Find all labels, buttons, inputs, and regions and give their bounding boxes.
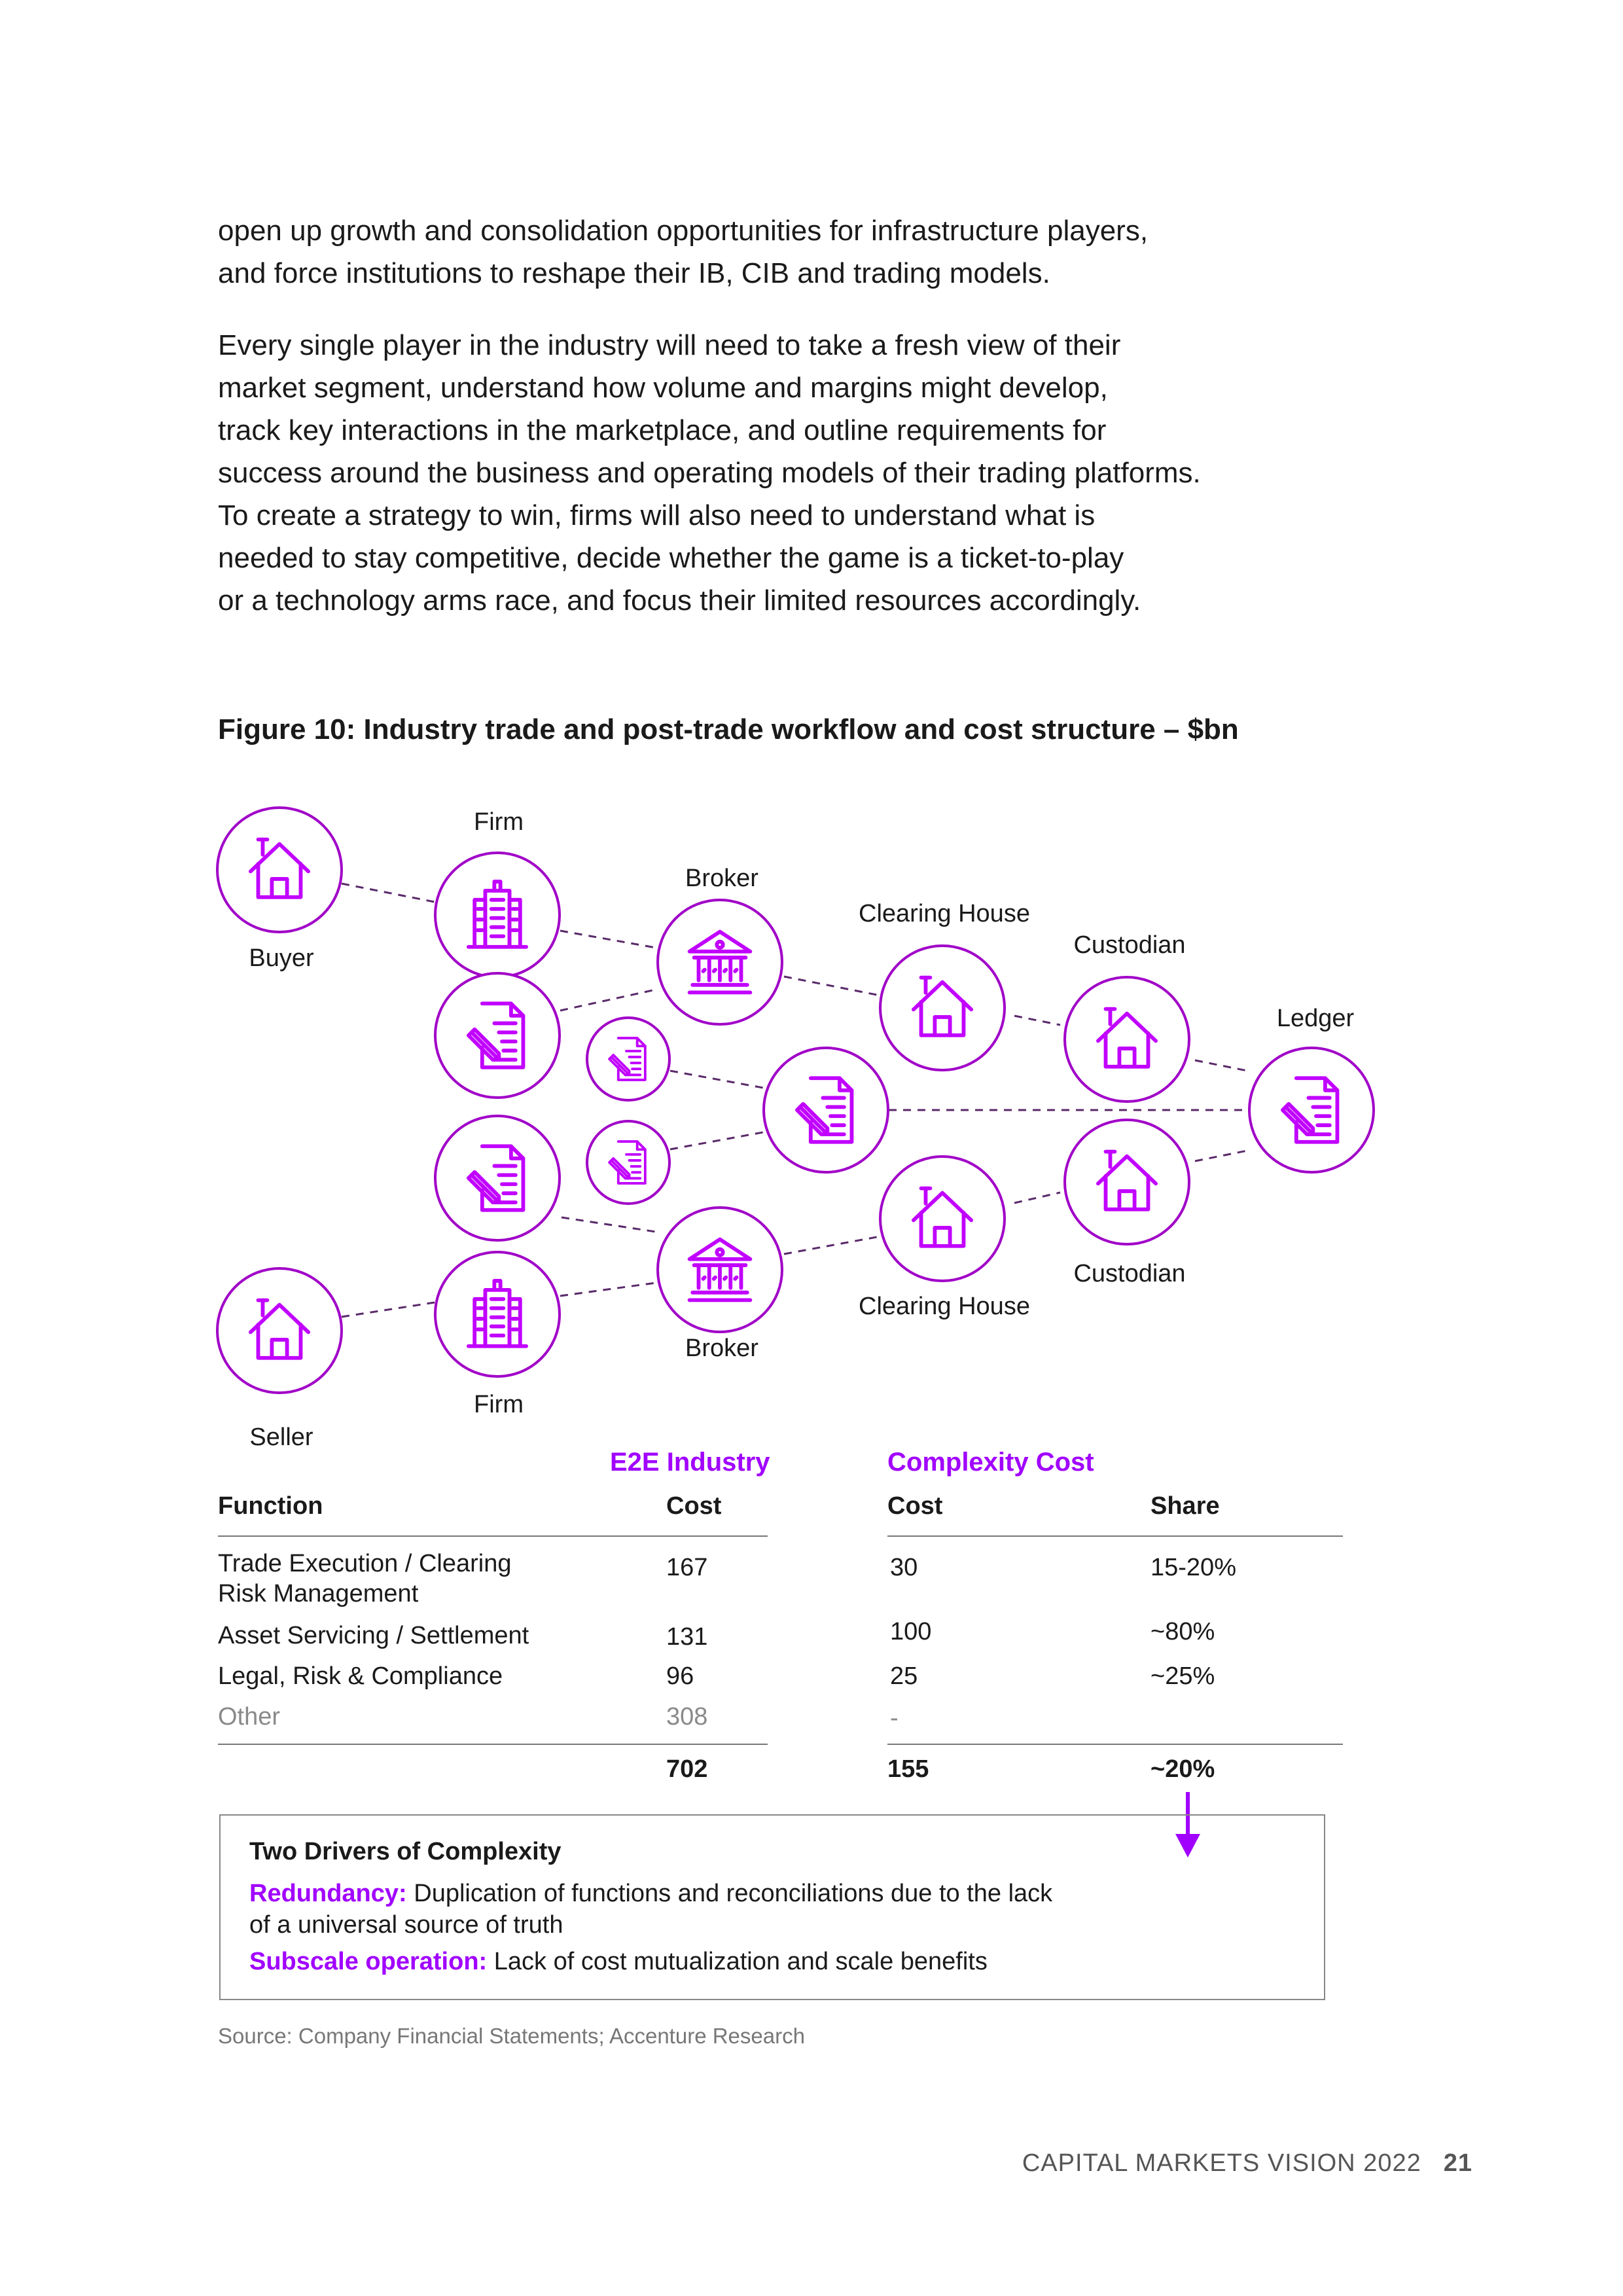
page-number: 21 [1443,2149,1472,2177]
custodian-top-node [1063,976,1190,1103]
share-header: Share [1150,1492,1220,1520]
broker-bottom-label: Broker [685,1335,758,1362]
redundancy-text-continued: of a universal source of truth [249,1911,563,1939]
firm-bottom-node [434,1251,561,1378]
complexity-cost-cell: 30 [890,1554,918,1581]
total-divider [218,1744,768,1745]
workflow-diagram: Buyer Seller Firm Firm Broker Broker Cle… [216,806,1375,1451]
e2e-industry-heading: E2E Industry [610,1448,770,1477]
total-share: ~20% [1150,1755,1215,1783]
custodian-top-label: Custodian [1073,931,1185,959]
page-footer: CAPITAL MARKETS VISION 2022 21 [1022,2149,1472,2178]
redundancy-label: Redundancy: [249,1880,407,1907]
strategy-paragraph: Every single player in the industry will… [218,324,1330,622]
text-line: To create a strategy to win, firms will … [218,499,1096,531]
function-cell: Risk Management [218,1580,419,1607]
clearing-house-bottom-node [879,1155,1006,1282]
complexity-cost-cell: 100 [890,1618,932,1645]
clearing-house-top-node [879,944,1006,1071]
seller-label: Seller [249,1424,313,1451]
buyer-node [216,806,343,933]
share-cell: ~80% [1150,1618,1215,1645]
drivers-box-title: Two Drivers of Complexity [249,1838,562,1865]
cost-cell: 131 [666,1623,708,1651]
intro-paragraph: open up growth and consolidation opportu… [218,209,1330,295]
function-header: Function [218,1492,323,1520]
custodian-bottom-label: Custodian [1073,1260,1185,1287]
total-complexity-cost: 155 [887,1755,929,1783]
text-line: track key interactions in the marketplac… [218,414,1107,446]
subscale-label: Subscale operation: [249,1948,488,1975]
complexity-cost-cell: 25 [890,1662,918,1690]
down-arrow-icon [1175,1792,1200,1857]
text-line: Every single player in the industry will… [218,329,1121,361]
seller-node [216,1267,343,1394]
cost-cell: 167 [666,1554,708,1581]
firm-bottom-label: Firm [474,1391,524,1418]
complexity-cost-cell: - [890,1704,899,1732]
firm-doc-top-node [434,972,561,1099]
total-divider [887,1744,1343,1745]
function-cell: Asset Servicing / Settlement [218,1622,529,1649]
broker-bottom-node [656,1206,783,1333]
ledger-node [1248,1047,1375,1174]
ledger-label: Ledger [1277,1005,1355,1032]
small-doc-bottom-node [586,1120,671,1205]
text-line: needed to stay competitive, decide wheth… [218,542,1124,574]
share-cell: 15-20% [1150,1554,1236,1581]
buyer-label: Buyer [249,944,314,972]
subscale-description: Lack of cost mutualization and scale ben… [493,1948,988,1975]
complexity-cost-heading: Complexity Cost [887,1448,1094,1477]
redundancy-text: Redundancy: Duplication of functions and… [249,1878,1166,1909]
custodian-bottom-node [1063,1119,1190,1246]
total-cost: 702 [666,1755,708,1783]
redundancy-description: Duplication of functions and reconciliat… [414,1880,1053,1907]
share-cell: ~25% [1150,1662,1215,1690]
figure-title: Figure 10: Industry trade and post-trade… [218,713,1239,745]
drivers-box: Two Drivers of Complexity Redundancy: Du… [219,1814,1325,2000]
text-line: or a technology arms race, and focus the… [218,584,1141,617]
central-doc-node [762,1047,889,1174]
text-line: success around the business and operatin… [218,457,1201,489]
complexity-cost-header: Cost [887,1492,943,1520]
source-note: Source: Company Financial Statements; Ac… [218,2024,805,2048]
cost-cell: 96 [666,1662,694,1690]
firm-doc-bottom-node [434,1115,561,1242]
header-divider [218,1535,768,1537]
clearing-house-top-label: Clearing House [859,900,1030,927]
cost-header: Cost [666,1492,722,1520]
function-cell: Legal, Risk & Compliance [218,1662,503,1690]
subscale-text: Subscale operation: Lack of cost mutuali… [249,1946,1166,1977]
text-line: market segment, understand how volume an… [218,372,1108,404]
text-line: open up growth and consolidation opportu… [218,215,1149,247]
function-cell: Other [218,1703,281,1731]
cost-cell: 308 [666,1703,708,1731]
broker-top-node [656,899,783,1026]
function-cell: Trade Execution / Clearing [218,1550,512,1577]
broker-top-label: Broker [685,865,758,892]
header-divider [887,1535,1343,1537]
firm-top-label: Firm [474,808,524,836]
publication-title: CAPITAL MARKETS VISION 2022 [1022,2149,1421,2177]
connection-lines [341,882,1248,1318]
text-line: and force institutions to reshape their … [218,257,1050,289]
clearing-house-bottom-label: Clearing House [859,1293,1030,1320]
small-doc-top-node [586,1016,671,1102]
firm-top-node [434,852,561,978]
